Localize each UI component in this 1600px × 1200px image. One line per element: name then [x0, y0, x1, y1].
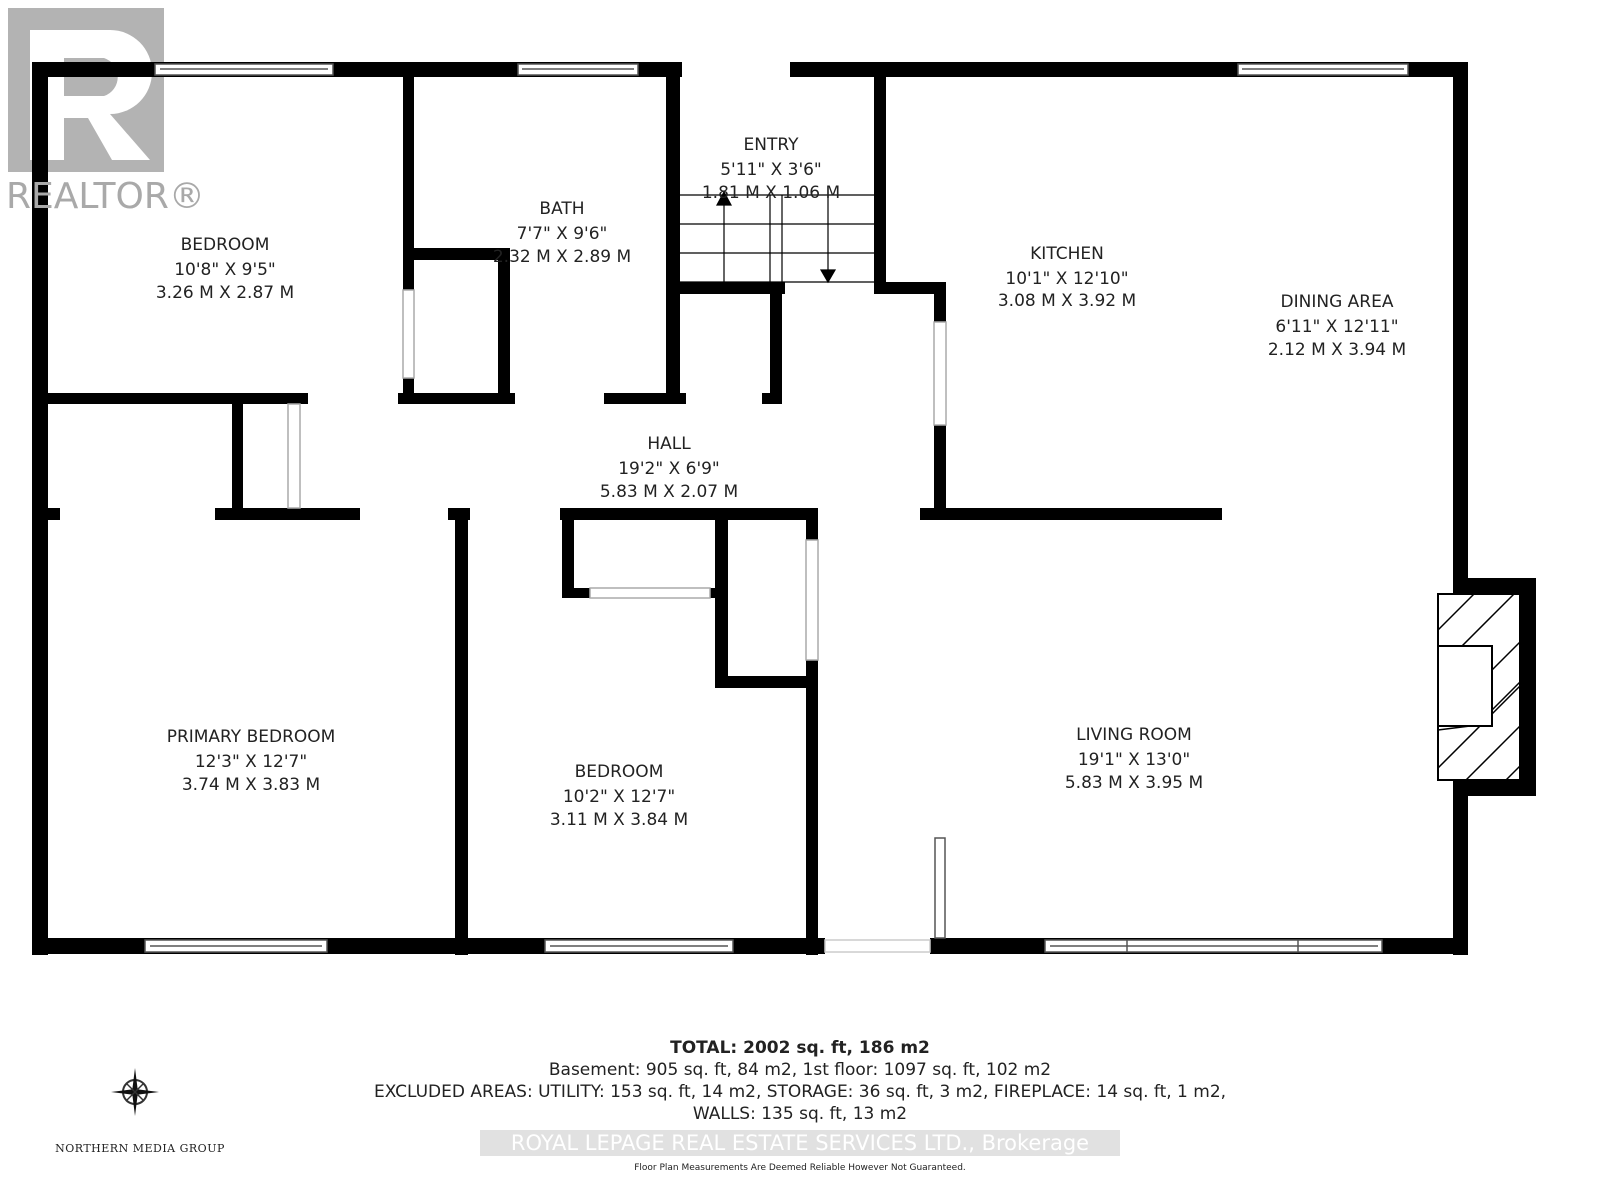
room-primary-bedroom: PRIMARY BEDROOM 12'3" X 12'7" 3.74 M X 3… [167, 727, 336, 795]
room-entry: ENTRY 5'11" X 3'6" 1.81 M X 1.06 M [702, 135, 840, 203]
room-dining-area: DINING AREA 6'11" X 12'11" 2.12 M X 3.94… [1268, 292, 1406, 360]
room-imperial: 19'2" X 6'9" [618, 459, 720, 479]
room-imperial: 10'8" X 9'5" [174, 260, 276, 280]
room-name: BEDROOM [575, 762, 664, 782]
room-name: BATH [539, 199, 584, 219]
room-metric: 1.81 M X 1.06 M [702, 183, 840, 203]
realtor-logo-text: REALTOR® [6, 176, 205, 217]
room-kitchen: KITCHEN 10'1" X 12'10" 3.08 M X 3.92 M [998, 244, 1136, 311]
fireplace [1437, 593, 1521, 781]
room-bedroom-2: BEDROOM 10'2" X 12'7" 3.11 M X 3.84 M [550, 762, 688, 830]
room-imperial: 7'7" X 9'6" [517, 224, 608, 244]
room-imperial: 10'1" X 12'10" [1005, 269, 1128, 289]
room-metric: 5.83 M X 3.95 M [1065, 773, 1203, 793]
windows-doors [144, 63, 1409, 953]
total-area: TOTAL: 2002 sq. ft, 186 m2 [670, 1038, 930, 1058]
room-imperial: 10'2" X 12'7" [563, 787, 675, 807]
compass-rose-icon [111, 1068, 159, 1116]
room-hall: HALL 19'2" X 6'9" 5.83 M X 2.07 M [600, 434, 738, 502]
walls-area: WALLS: 135 sq. ft, 13 m2 [692, 1104, 908, 1124]
room-name: KITCHEN [1030, 244, 1104, 264]
realtor-logo [8, 8, 164, 172]
room-metric: 3.26 M X 2.87 M [156, 283, 294, 303]
floor-areas: Basement: 905 sq. ft, 84 m2, 1st floor: … [548, 1060, 1052, 1080]
room-imperial: 5'11" X 3'6" [720, 160, 822, 180]
room-name: DINING AREA [1281, 292, 1394, 312]
room-metric: 3.11 M X 3.84 M [550, 810, 688, 830]
room-living-room: LIVING ROOM 19'1" X 13'0" 5.83 M X 3.95 … [1065, 725, 1203, 793]
room-metric: 5.83 M X 2.07 M [600, 482, 738, 502]
room-imperial: 6'11" X 12'11" [1275, 317, 1398, 337]
disclaimer: Floor Plan Measurements Are Deemed Relia… [634, 1163, 966, 1173]
room-name: PRIMARY BEDROOM [167, 727, 336, 747]
room-name: BEDROOM [181, 235, 270, 255]
room-metric: 2.32 M X 2.89 M [493, 247, 631, 267]
room-name: ENTRY [744, 135, 800, 155]
room-bath: BATH 7'7" X 9'6" 2.32 M X 2.89 M [493, 199, 631, 267]
excluded-areas: EXCLUDED AREAS: UTILITY: 153 sq. ft, 14 … [373, 1082, 1227, 1102]
room-metric: 2.12 M X 3.94 M [1268, 340, 1406, 360]
room-name: HALL [647, 434, 691, 454]
room-metric: 3.74 M X 3.83 M [182, 775, 320, 795]
room-bedroom-1: BEDROOM 10'8" X 9'5" 3.26 M X 2.87 M [156, 235, 294, 303]
room-imperial: 19'1" X 13'0" [1078, 750, 1190, 770]
brand-name: NORTHERN MEDIA GROUP [55, 1142, 225, 1155]
brokerage-watermark: ROYAL LEPAGE REAL ESTATE SERVICES LTD., … [480, 1130, 1120, 1156]
stairs [680, 190, 874, 284]
room-name: LIVING ROOM [1076, 725, 1192, 745]
room-imperial: 12'3" X 12'7" [195, 752, 307, 772]
room-metric: 3.08 M X 3.92 M [998, 291, 1136, 311]
